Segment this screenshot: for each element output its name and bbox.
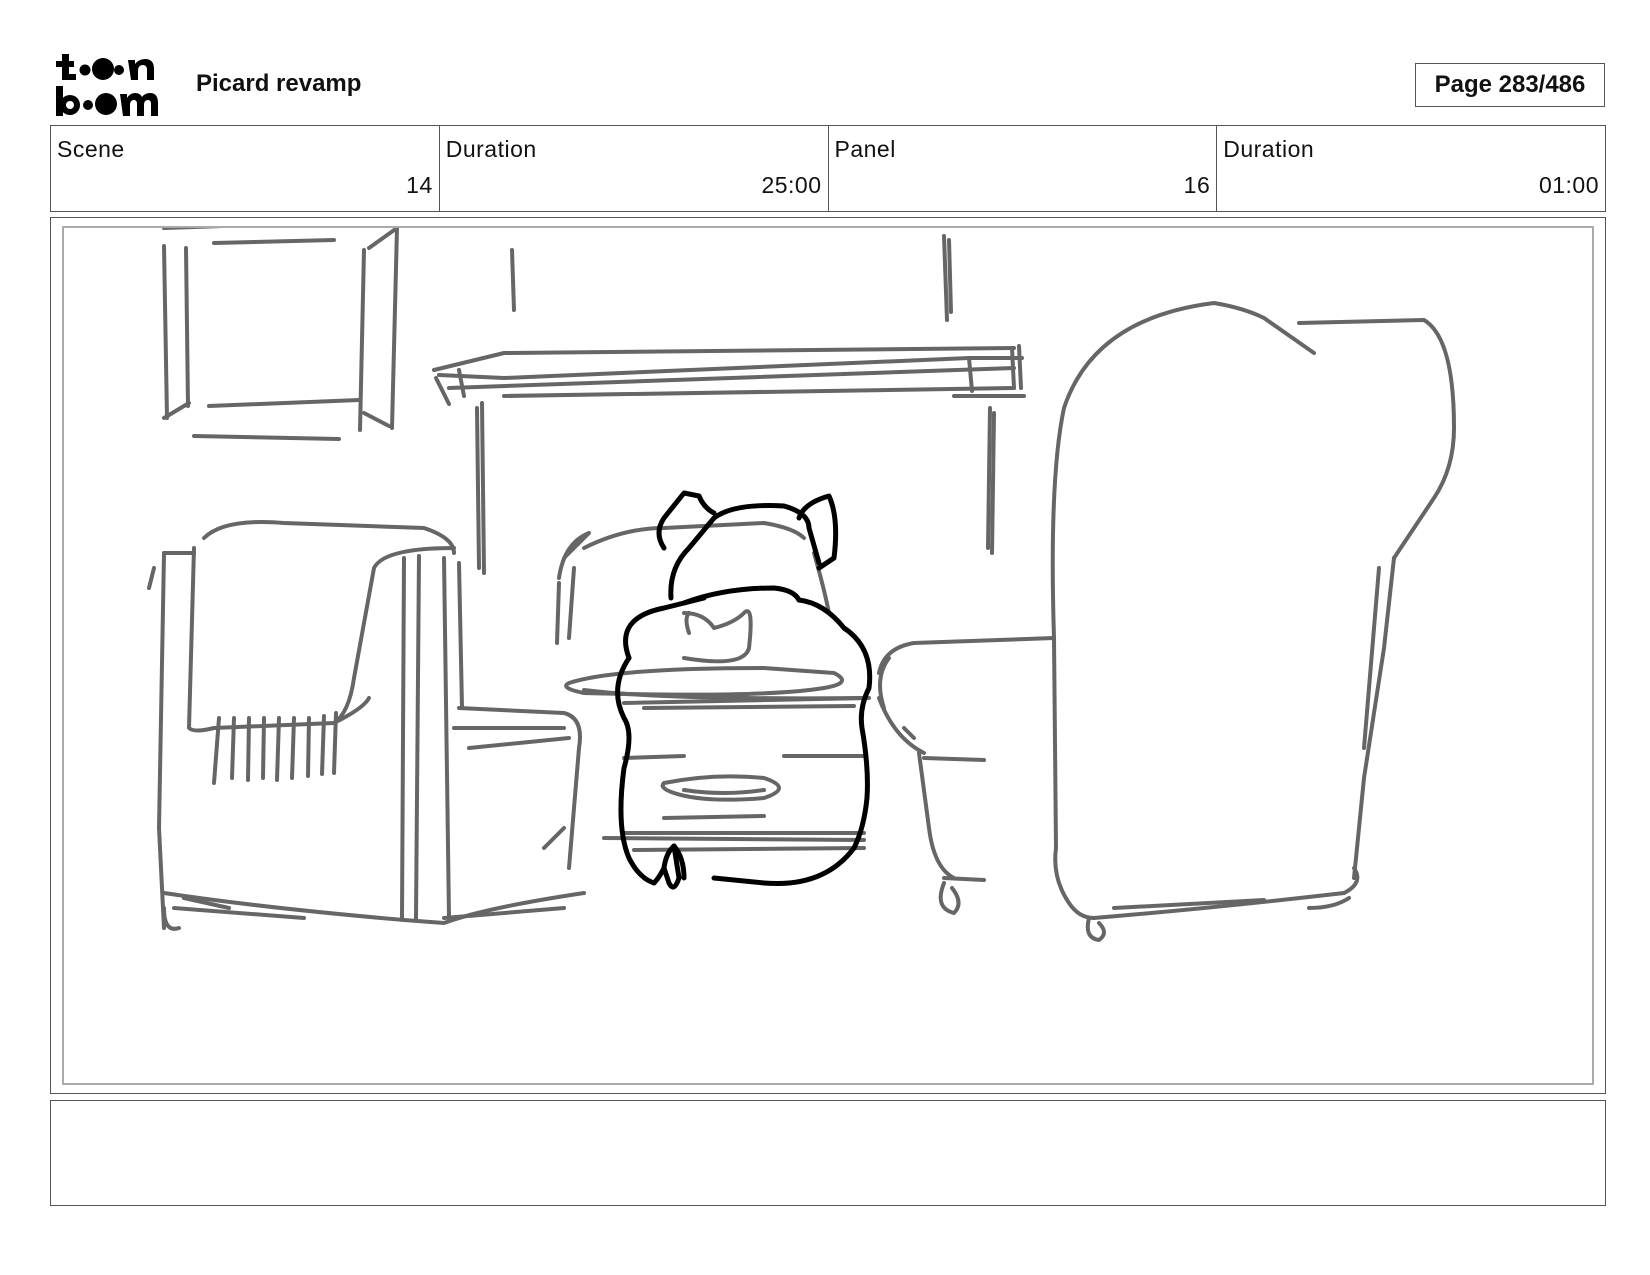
notes-box[interactable] <box>50 1100 1606 1206</box>
wall-frame-sketch <box>162 228 399 441</box>
scene-cell: Scene 14 <box>51 126 440 211</box>
scene-label: Scene <box>57 136 125 162</box>
dog-sketch <box>615 490 873 890</box>
wingback-chair-sketch <box>1050 301 1456 942</box>
storyboard-sketch <box>147 228 1456 942</box>
page-indicator: Page 283/486 <box>1415 63 1605 107</box>
table-sketch <box>564 666 871 852</box>
info-table: Scene 14 Duration 25:00 Panel 16 Duratio… <box>50 125 1606 212</box>
panel-frame <box>50 217 1606 1094</box>
panel-drawing <box>62 226 1594 1085</box>
scene-duration-cell: Duration 25:00 <box>440 126 829 211</box>
panel-label: Panel <box>834 136 896 162</box>
logo-mark <box>56 54 158 116</box>
fireplace-sketch <box>432 234 1026 575</box>
panel-value: 16 <box>1183 172 1211 198</box>
left-armchair-sketch <box>147 520 586 931</box>
panel-cell: Panel 16 <box>829 126 1218 211</box>
panel-duration-label: Duration <box>1223 136 1315 162</box>
panel-duration-value: 01:00 <box>1538 172 1599 198</box>
scene-duration-label: Duration <box>445 136 537 162</box>
toonboom-logo: toon boom <box>54 52 174 120</box>
right-armchair-sketch <box>877 636 1056 915</box>
scene-value: 14 <box>406 172 433 198</box>
scene-duration-value: 25:00 <box>761 172 822 198</box>
panel-duration-cell: Duration 01:00 <box>1217 126 1605 211</box>
project-title: Picard revamp <box>196 70 362 97</box>
